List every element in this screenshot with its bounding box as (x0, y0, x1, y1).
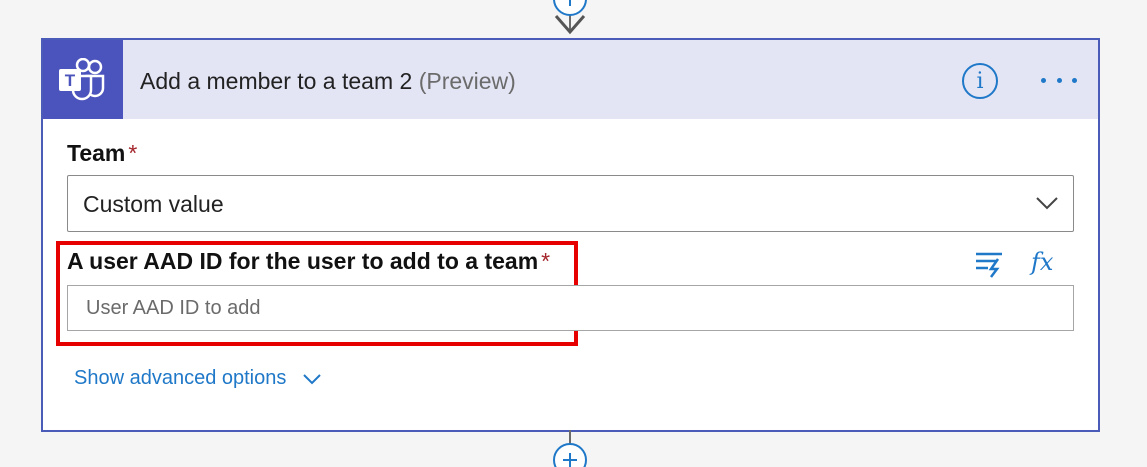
teams-letter: T (65, 71, 76, 90)
info-icon[interactable]: i (962, 63, 998, 99)
card-header[interactable]: T Add a member to a team 2 (Preview) i (43, 40, 1098, 119)
user-aad-id-input[interactable] (67, 285, 1074, 331)
required-marker: * (541, 248, 551, 274)
more-dot (1056, 77, 1062, 83)
team-dropdown[interactable]: Custom value (67, 175, 1074, 232)
action-card: T Add a member to a team 2 (Preview) i T… (41, 38, 1100, 432)
more-options-icon[interactable] (1039, 68, 1079, 92)
team-label-text: Team (67, 140, 126, 166)
card-title-text: Add a member to a team 2 (140, 68, 413, 94)
dynamic-content-icon[interactable] (974, 250, 1004, 278)
microsoft-teams-icon: T (43, 40, 123, 119)
card-title-suffix: (Preview) (418, 68, 516, 94)
team-field-label: Team* (67, 140, 137, 167)
show-advanced-options-link[interactable]: Show advanced options (74, 367, 322, 390)
more-dot (1041, 77, 1046, 83)
expression-icon[interactable]: fx (1031, 248, 1054, 276)
user-aad-id-label-text: A user AAD ID for the user to add to a t… (67, 248, 539, 274)
team-dropdown-value: Custom value (83, 191, 224, 217)
user-aad-id-field-label: A user AAD ID for the user to add to a t… (67, 248, 550, 275)
add-step-bottom-icon[interactable] (553, 443, 587, 467)
info-glyph: i (976, 68, 984, 94)
more-dot (1072, 77, 1077, 83)
required-marker: * (128, 140, 138, 166)
connector-line-bottom (569, 430, 571, 446)
arrow-down-icon (554, 15, 586, 35)
chevron-down-icon (303, 373, 322, 384)
show-advanced-options-label: Show advanced options (74, 367, 287, 389)
card-title[interactable]: Add a member to a team 2 (Preview) (140, 68, 516, 95)
chevron-down-icon (1036, 197, 1058, 210)
